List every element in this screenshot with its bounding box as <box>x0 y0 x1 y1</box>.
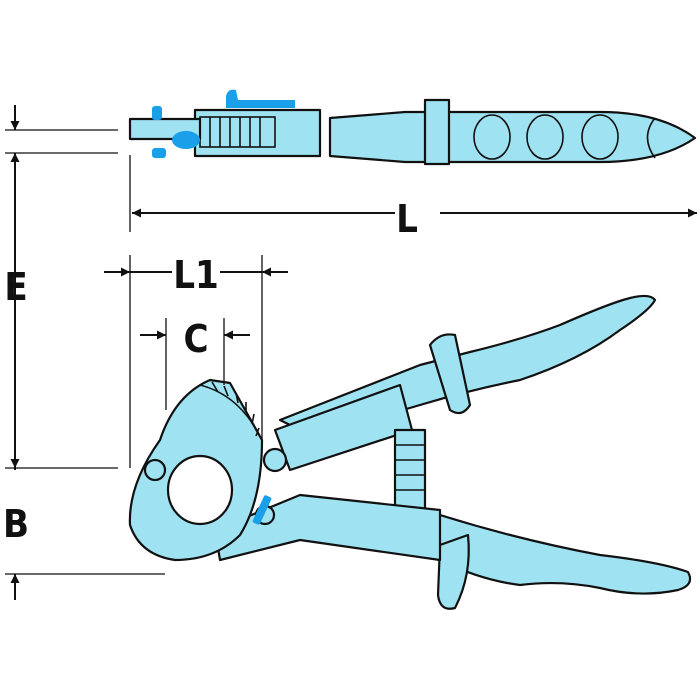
label-B: B <box>3 502 29 546</box>
label-L1: L1 <box>173 253 219 297</box>
label-C: C <box>183 317 208 361</box>
dimension-lines <box>5 105 697 600</box>
label-E: E <box>4 265 27 309</box>
tool-top-view <box>128 89 697 166</box>
tool-side-view <box>128 294 692 610</box>
label-L: L <box>396 197 418 241</box>
